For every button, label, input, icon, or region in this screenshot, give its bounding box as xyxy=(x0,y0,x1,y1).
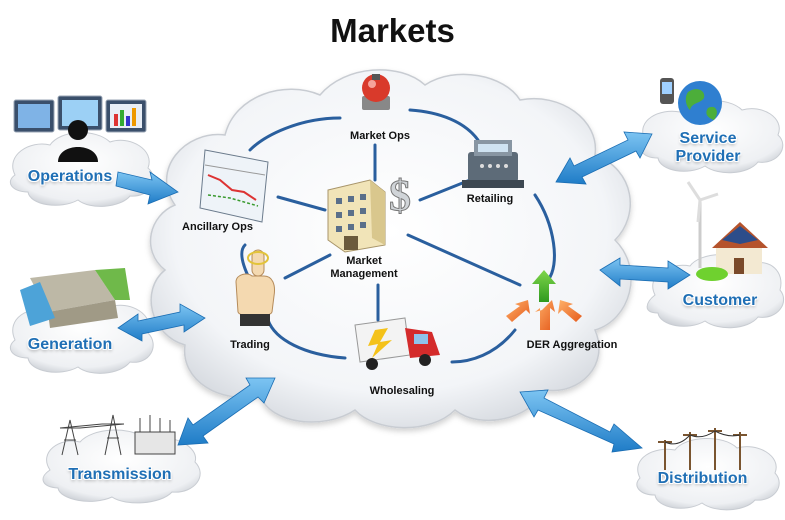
label-wholesaling: Wholesaling xyxy=(369,385,435,397)
label-der-aggregation: DER Aggregation xyxy=(526,339,618,351)
operations-monitors-icon xyxy=(13,95,147,162)
main-cloud xyxy=(149,69,632,429)
utility-poles-icon xyxy=(658,428,747,470)
arrow-distribution xyxy=(519,389,643,453)
cash-register-icon xyxy=(462,140,524,188)
hand-pointer-icon xyxy=(235,249,275,326)
transmission-towers-icon xyxy=(59,414,176,456)
hydro-dam-icon xyxy=(20,268,130,328)
alarm-bell-icon xyxy=(362,74,390,110)
internal-links xyxy=(240,108,556,364)
arrow-operations xyxy=(115,171,179,205)
arrow-generation xyxy=(117,303,206,342)
label-market-management: Market Management xyxy=(330,255,398,280)
label-trading: Trading xyxy=(230,339,270,351)
converging-arrows-icon xyxy=(506,270,582,330)
label-service-provider: Service Provider xyxy=(675,130,741,165)
page-title: Markets xyxy=(330,12,455,49)
external-arrows xyxy=(115,131,691,453)
label-operations: Operations xyxy=(27,168,113,185)
label-market-ops: Market Ops xyxy=(350,130,410,142)
arrow-service-provider xyxy=(555,131,653,185)
line-chart-icon xyxy=(199,149,269,223)
cloud-distribution xyxy=(636,437,780,511)
arrow-customer xyxy=(599,257,691,290)
building-dollar-icon: $ xyxy=(327,171,412,253)
svg-text:$: $ xyxy=(389,171,411,220)
arrow-transmission xyxy=(177,377,276,446)
globe-phone-icon xyxy=(660,78,722,125)
delivery-truck-icon xyxy=(354,317,440,370)
house-windmill-icon xyxy=(686,181,768,281)
label-retailing: Retailing xyxy=(466,193,514,205)
label-customer: Customer xyxy=(682,292,758,309)
label-ancillary-ops: Ancillary Ops xyxy=(182,221,253,233)
label-generation: Generation xyxy=(27,336,113,353)
label-distribution: Distribution xyxy=(657,470,748,487)
label-transmission: Transmission xyxy=(68,466,172,483)
